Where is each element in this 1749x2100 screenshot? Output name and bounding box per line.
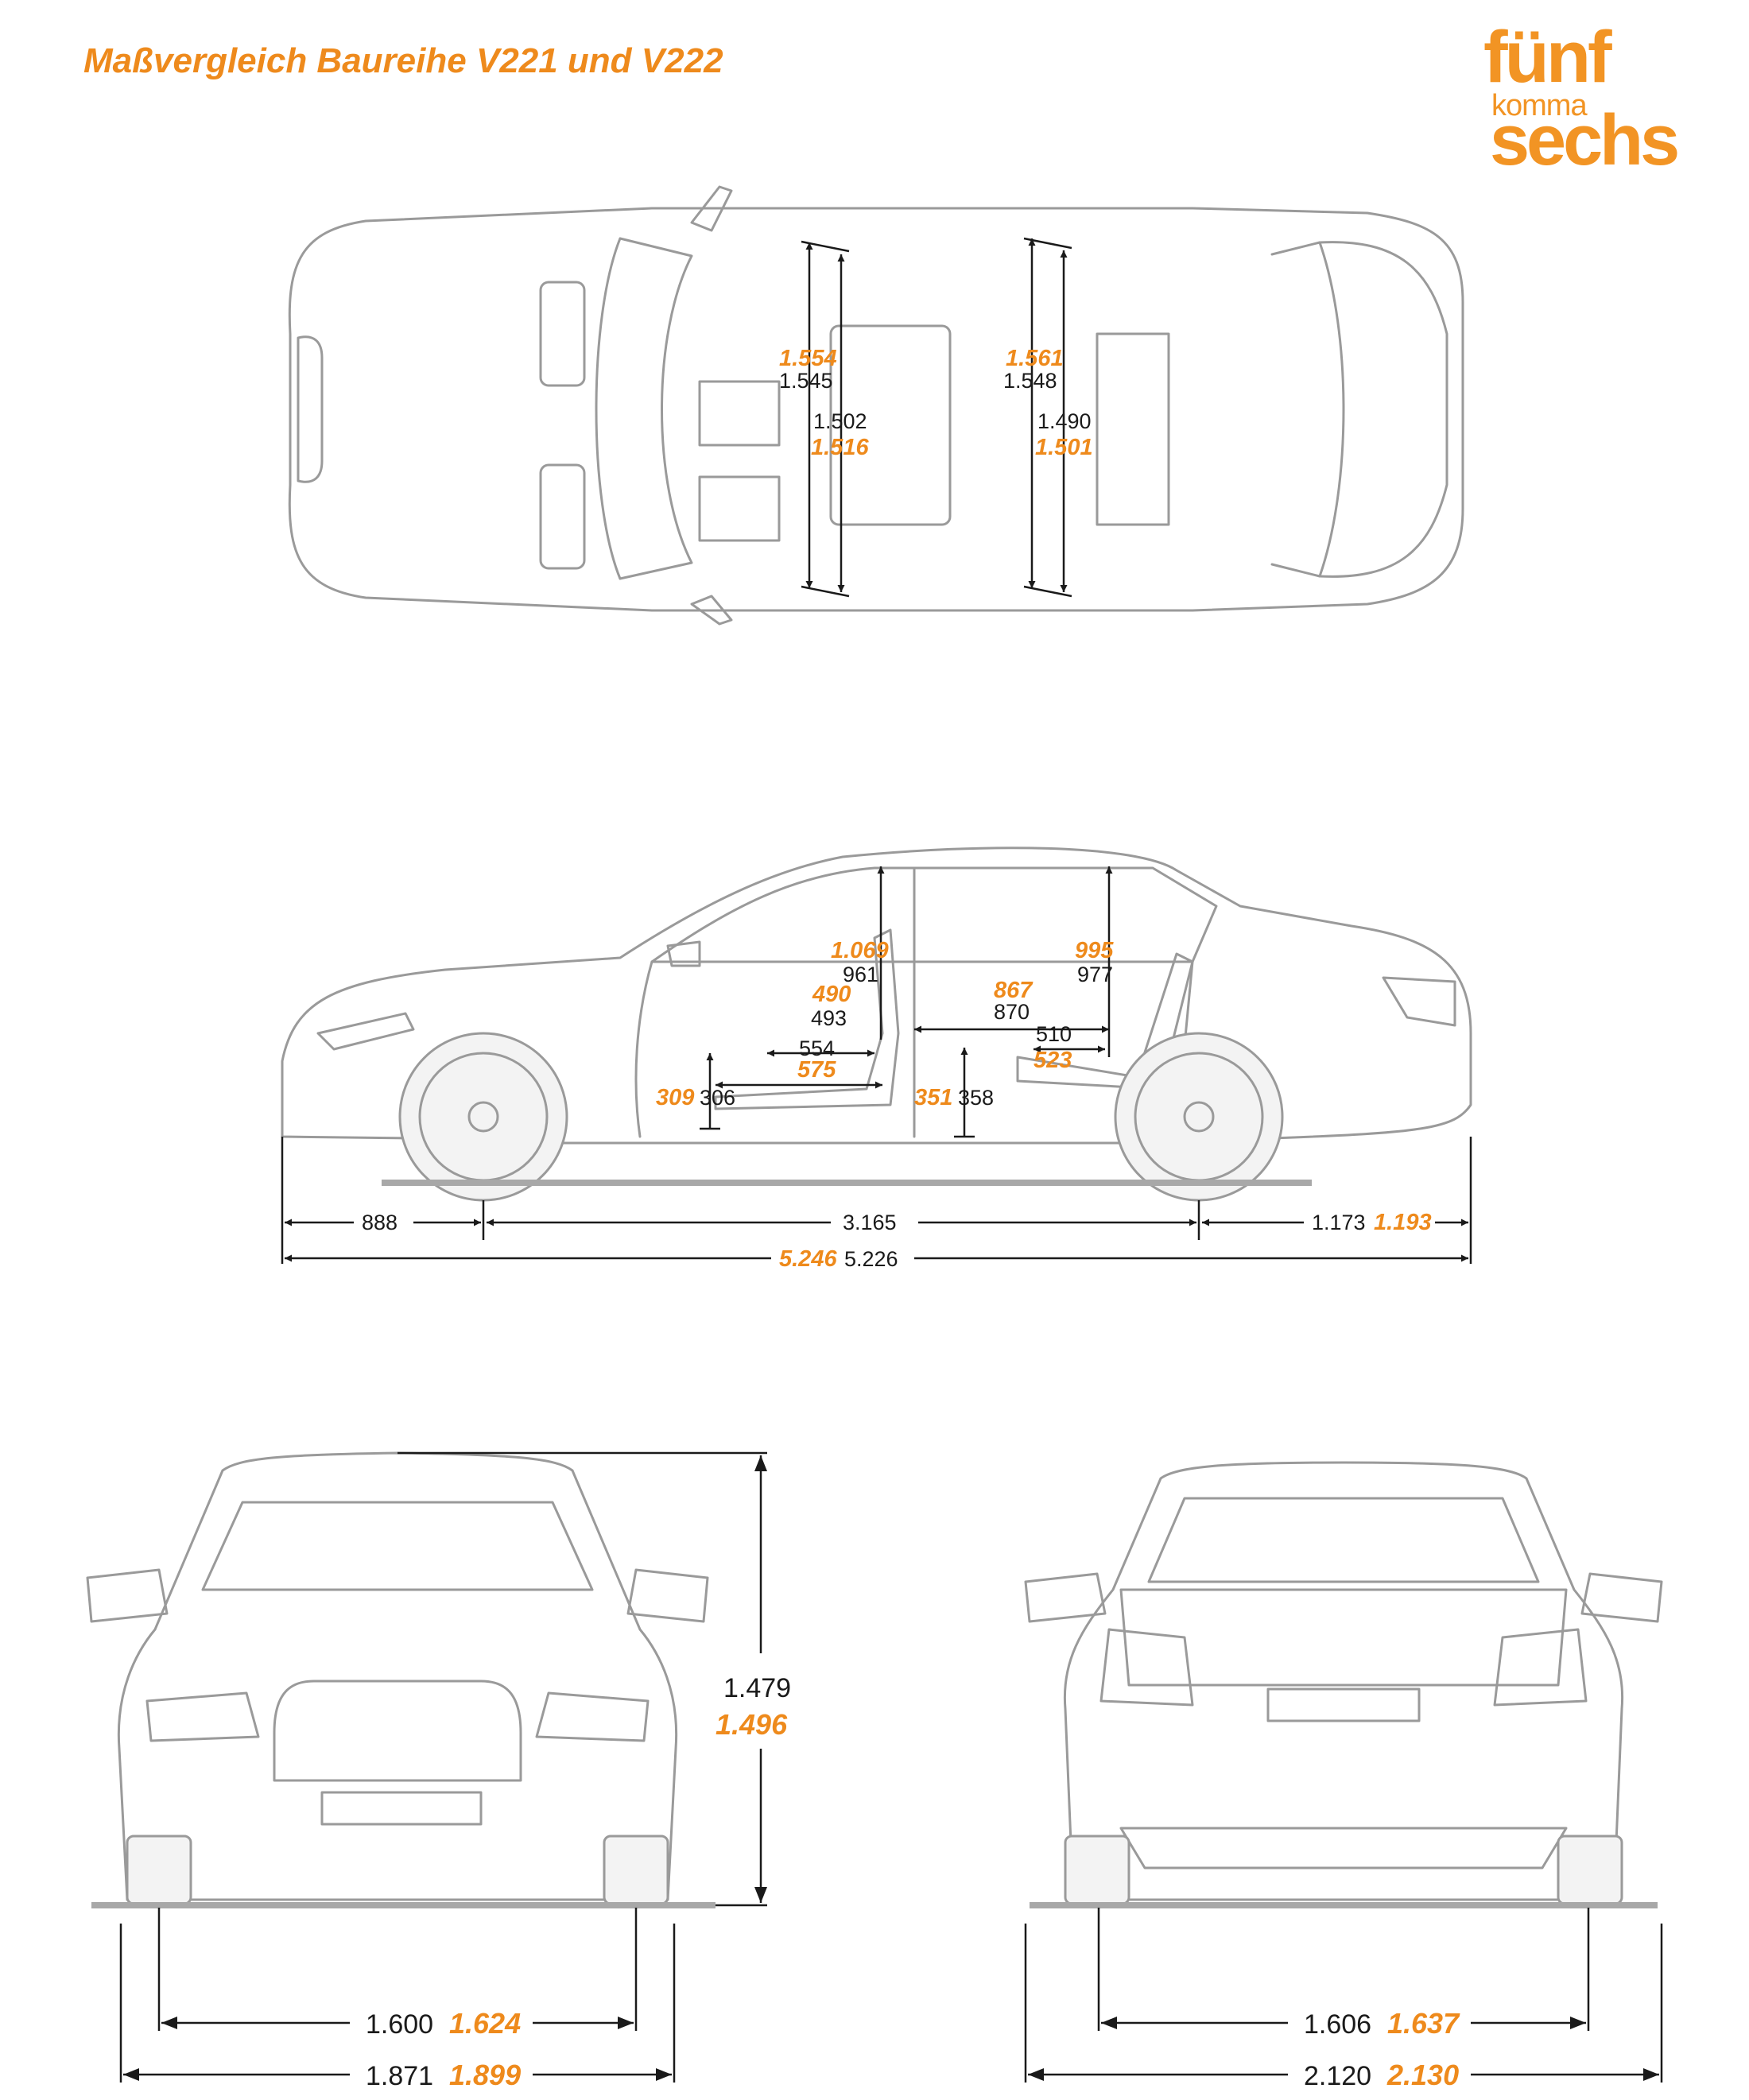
rear-headroom-old-label: 977 (1077, 963, 1113, 986)
side-view-mirror (666, 940, 701, 967)
rear-legroom-new-label: 867 (994, 978, 1034, 1003)
rear-track-old-label: 1.606 (1304, 2009, 1371, 2040)
front-view-license-plate (320, 1791, 483, 1826)
front-view-mirror-left (86, 1568, 169, 1623)
front-seat-height-old-label: 306 (700, 1086, 735, 1110)
top-view-front-seats (698, 380, 781, 542)
front-view-headlight-right (535, 1691, 650, 1742)
height-new-label: 1.496 (716, 1708, 788, 1741)
logo-line-3: sechs (1490, 101, 1680, 180)
rear-wheel (1114, 1032, 1284, 1202)
side-view-front-seat (714, 928, 900, 1110)
rear-view-trunk (1119, 1588, 1568, 1687)
side-exterior-dimensions (281, 1137, 1472, 1264)
top-view: 1.554 1.545 1.502 1.516 1.561 1.548 1.49… (288, 185, 1464, 626)
wheelbase-label: 3.165 (843, 1211, 897, 1234)
rear-legroom-old-label: 870 (994, 1000, 1030, 1024)
front-elbow-old-label: 1.502 (813, 409, 867, 433)
front-shoulder-old-label: 1.545 (779, 369, 833, 393)
logo-line-2: komma (1491, 89, 1588, 122)
rear-cushion-new-label: 523 (1034, 1048, 1072, 1073)
rear-seat-height-old-label: 358 (958, 1086, 994, 1110)
rear-view-taillight-right (1493, 1628, 1588, 1707)
rear-view-rear-window (1147, 1497, 1540, 1583)
top-view-trunk (1318, 241, 1448, 578)
rear-seat-height-new-label: 351 (914, 1085, 952, 1110)
rear-cushion-old-label: 510 (1036, 1022, 1072, 1046)
top-view-vent-lower (539, 463, 586, 570)
front-view-mirror-right (626, 1568, 709, 1623)
rear-overhang-new-label: 1.193 (1374, 1210, 1432, 1235)
rear-view-mirror-left (1024, 1572, 1107, 1623)
length-new-label: 5.246 (779, 1246, 837, 1272)
top-view-body-outline (288, 207, 1464, 612)
rear-view-mirror-right (1580, 1572, 1663, 1623)
top-view-mirror-upper (690, 185, 733, 232)
length-old-label: 5.226 (844, 1247, 898, 1271)
rear-elbow-new-label: 1.501 (1035, 435, 1093, 460)
front-overhang-label: 888 (362, 1211, 398, 1234)
page-title: Maßvergleich Baureihe V221 und V222 (83, 41, 723, 80)
side-view-body-outline (281, 847, 1472, 1145)
side-view-taillight (1382, 976, 1456, 1027)
side-view-window-line (650, 866, 1218, 963)
front-cushion-new-label: 575 (797, 1057, 836, 1083)
logo-line-1: fünf (1483, 17, 1612, 98)
side-interior-dimensions (700, 866, 1113, 1138)
front-view: 1.479 1.496 1.600 1.624 1.871 1.899 (86, 1451, 791, 2091)
rear-width-new-label: 2.130 (1386, 2059, 1459, 2091)
top-view-mirror-lower (690, 595, 733, 626)
rear-view-diffuser (1119, 1827, 1568, 1869)
front-seat-depth-new-label: 490 (812, 982, 851, 1007)
rear-view-body-outline (1063, 1461, 1624, 1901)
front-headroom-old-label: 961 (843, 963, 878, 986)
rear-shoulder-old-label: 1.548 (1003, 369, 1057, 393)
front-view-tire-right (603, 1835, 669, 1905)
rear-elbow-old-label: 1.490 (1037, 409, 1092, 433)
side-view: 1.069 961 995 977 490 493 867 870 554 57… (281, 847, 1472, 1272)
side-view-front-door-edge (634, 960, 653, 1138)
front-view-windshield (201, 1501, 594, 1591)
front-shoulder-dimension (801, 240, 850, 598)
front-headroom-new-label: 1.069 (831, 938, 889, 963)
front-elbow-new-label: 1.516 (811, 435, 869, 460)
front-track-new-label: 1.624 (449, 2007, 521, 2040)
rear-view-taillight-left (1099, 1628, 1194, 1707)
height-old-label: 1.479 (723, 1673, 791, 1703)
top-view-hood-line (595, 237, 622, 580)
front-view-grille (273, 1680, 522, 1782)
top-view-rear-window (1270, 241, 1345, 578)
brand-logo: fünf komma sechs (1479, 21, 1733, 176)
top-view-sunroof (829, 324, 952, 526)
front-view-tire-left (126, 1835, 192, 1905)
front-seat-height-new-label: 309 (656, 1085, 694, 1110)
front-view-body-outline (117, 1451, 678, 1901)
top-view-vent-upper (539, 281, 586, 387)
front-seat-depth-old-label: 493 (811, 1006, 847, 1030)
front-width-new-label: 1.899 (449, 2059, 521, 2091)
front-wheel (398, 1032, 568, 1202)
rear-shoulder-dimension (1023, 237, 1072, 598)
front-track-old-label: 1.600 (366, 2009, 433, 2040)
side-view-headlight (316, 1012, 415, 1051)
top-view-windshield (619, 237, 693, 580)
top-view-grille (297, 335, 324, 483)
rear-shoulder-new-label: 1.561 (1006, 346, 1064, 371)
rear-track-new-label: 1.637 (1387, 2007, 1460, 2040)
front-width-old-label: 1.871 (366, 2061, 433, 2091)
rear-view: 1.606 1.637 2.120 2.130 (1024, 1461, 1663, 2091)
front-cushion-old-label: 554 (799, 1036, 835, 1060)
rear-view-license-plate (1266, 1687, 1421, 1722)
rear-overhang-old-label: 1.173 (1312, 1211, 1366, 1234)
rear-width-old-label: 2.120 (1304, 2061, 1371, 2091)
rear-headroom-new-label: 995 (1075, 938, 1114, 963)
rear-view-tire-right (1557, 1835, 1623, 1905)
front-view-headlight-left (145, 1691, 260, 1742)
front-shoulder-new-label: 1.554 (779, 346, 837, 371)
top-view-rear-seat (1096, 332, 1170, 526)
rear-view-tire-left (1064, 1835, 1130, 1905)
